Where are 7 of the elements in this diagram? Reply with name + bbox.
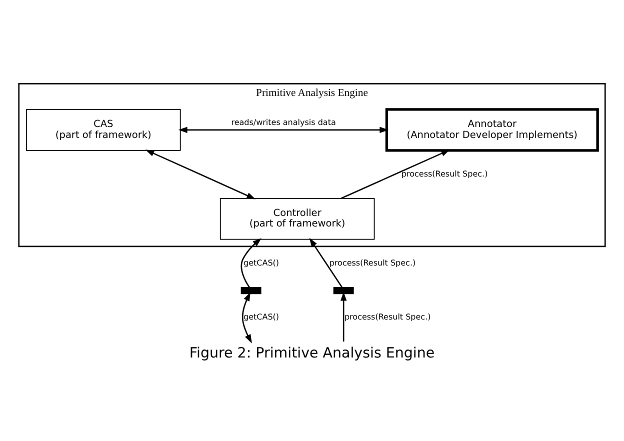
caption: Figure 2: Primitive Analysis Engine <box>189 344 435 361</box>
edge-label: getCAS() <box>244 312 280 322</box>
edge-label: getCAS() <box>244 258 280 267</box>
edge-label: process(Result Spec.) <box>344 312 431 322</box>
edge-label: process(Result Spec.) <box>401 168 488 178</box>
edge-label: reads/writes analysis data <box>231 117 336 126</box>
edge-label: process(Result Spec.) <box>329 258 416 267</box>
